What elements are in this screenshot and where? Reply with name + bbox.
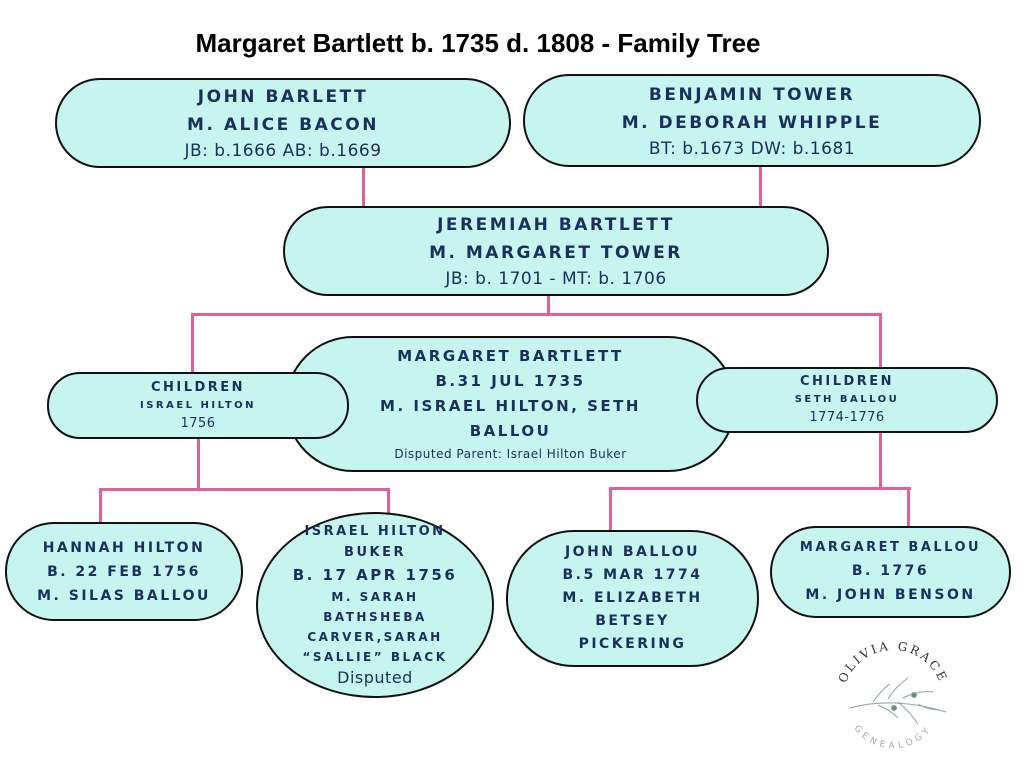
node-spouse: CARVER,SARAH bbox=[307, 630, 443, 644]
connector-line bbox=[191, 313, 194, 373]
node-children-hilton: CHILDREN ISRAEL HILTON 1756 bbox=[47, 372, 349, 439]
connector-line bbox=[99, 488, 390, 491]
node-spouse: BATHSHEBA bbox=[323, 610, 427, 624]
node-spouse: BETSEY bbox=[595, 613, 670, 629]
node-name: MARGARET BARTLETT bbox=[397, 347, 624, 365]
connector-line bbox=[609, 487, 911, 490]
node-birth: B. 17 APR 1756 bbox=[292, 566, 458, 584]
node-dates: JB: b. 1701 - MT: b. 1706 bbox=[445, 269, 667, 289]
connector-line bbox=[362, 166, 365, 207]
node-spouse: M. MARGARET TOWER bbox=[429, 243, 683, 263]
node-birth: B. 22 FEB 1756 bbox=[47, 563, 201, 580]
node-spouse: PICKERING bbox=[578, 636, 687, 652]
node-name: BUKER bbox=[344, 545, 406, 560]
node-spouse: M. ELIZABETH bbox=[562, 590, 703, 606]
node-name: ISRAEL HILTON bbox=[304, 524, 446, 539]
node-john-barlett: JOHN BARLETT M. ALICE BACON JB: b.1666 A… bbox=[55, 78, 511, 168]
node-name: MARGARET BALLOU bbox=[799, 540, 982, 555]
node-years: 1756 bbox=[180, 415, 216, 431]
logo-top-text: OLIVIA GRACE bbox=[835, 639, 948, 685]
svg-text:OLIVIA GRACE: OLIVIA GRACE bbox=[835, 639, 950, 685]
node-dates: BT: b.1673 DW: b.1681 bbox=[648, 138, 856, 159]
node-dates: JB: b.1666 AB: b.1669 bbox=[184, 141, 382, 161]
node-benjamin-tower: BENJAMIN TOWER M. DEBORAH WHIPPLE BT: b.… bbox=[523, 74, 981, 167]
node-spouse: M. ALICE BACON bbox=[187, 115, 379, 135]
logo-bottom-text: GENEALOGY bbox=[851, 724, 930, 752]
node-spouse: M. SILAS BALLOU bbox=[37, 587, 211, 604]
node-spouse: M. JOHN BENSON bbox=[805, 587, 976, 603]
node-name: JEREMIAH BARTLETT bbox=[437, 215, 675, 235]
node-name: HANNAH HILTON bbox=[42, 539, 206, 556]
node-name: JOHN BARLETT bbox=[197, 87, 369, 107]
connector-line bbox=[907, 487, 910, 527]
node-years: 1774-1776 bbox=[809, 410, 885, 425]
node-israel-buker: ISRAEL HILTON BUKER B. 17 APR 1756 M. SA… bbox=[256, 512, 494, 698]
connector-line bbox=[609, 487, 612, 531]
node-spouse: M. SARAH bbox=[331, 590, 419, 604]
node-jeremiah-bartlett: JEREMIAH BARTLETT M. MARGARET TOWER JB: … bbox=[283, 206, 829, 296]
node-with: SETH BALLOU bbox=[794, 394, 900, 405]
node-spouse: M. DEBORAH WHIPPLE bbox=[621, 112, 883, 133]
connector-line bbox=[547, 294, 550, 314]
node-label: CHILDREN bbox=[799, 374, 895, 389]
connector-line bbox=[191, 313, 882, 316]
connector-line bbox=[197, 437, 200, 490]
node-label: CHILDREN bbox=[150, 379, 246, 395]
page-title: Margaret Bartlett b. 1735 d. 1808 - Fami… bbox=[195, 28, 761, 58]
node-spouse: M. ISRAEL HILTON, SETH bbox=[380, 397, 641, 415]
svg-text:GENEALOGY: GENEALOGY bbox=[851, 724, 934, 752]
connector-line bbox=[759, 165, 762, 207]
node-hannah-hilton: HANNAH HILTON B. 22 FEB 1756 M. SILAS BA… bbox=[5, 522, 243, 621]
connector-line bbox=[879, 431, 882, 488]
node-with: ISRAEL HILTON bbox=[139, 399, 257, 411]
olive-branch-icon bbox=[849, 677, 947, 725]
node-margaret-bartlett: MARGARET BARTLETT B.31 JUL 1735 M. ISRAE… bbox=[285, 336, 736, 472]
node-spouse: “SALLIE” BLACK bbox=[302, 650, 448, 664]
node-note: Disputed bbox=[337, 668, 413, 687]
node-note: Disputed Parent: Israel Hilton Buker bbox=[394, 447, 627, 461]
node-birth: B.5 MAR 1774 bbox=[562, 567, 703, 583]
connector-line bbox=[879, 313, 882, 368]
olivia-grace-logo: OLIVIA GRACE GENEALOGY bbox=[835, 639, 950, 752]
connector-line bbox=[387, 488, 390, 513]
node-name: BENJAMIN TOWER bbox=[648, 84, 856, 105]
node-john-ballou: JOHN BALLOU B.5 MAR 1774 M. ELIZABETH BE… bbox=[506, 530, 759, 667]
node-name: JOHN BALLOU bbox=[564, 544, 701, 560]
node-margaret-ballou: MARGARET BALLOU B. 1776 M. JOHN BENSON bbox=[770, 526, 1011, 618]
node-birth: B.31 JUL 1735 bbox=[435, 372, 586, 390]
node-spouse: BALLOU bbox=[469, 422, 552, 440]
node-children-ballou: CHILDREN SETH BALLOU 1774-1776 bbox=[696, 367, 998, 433]
node-birth: B. 1776 bbox=[851, 563, 930, 579]
connector-line bbox=[99, 488, 102, 523]
